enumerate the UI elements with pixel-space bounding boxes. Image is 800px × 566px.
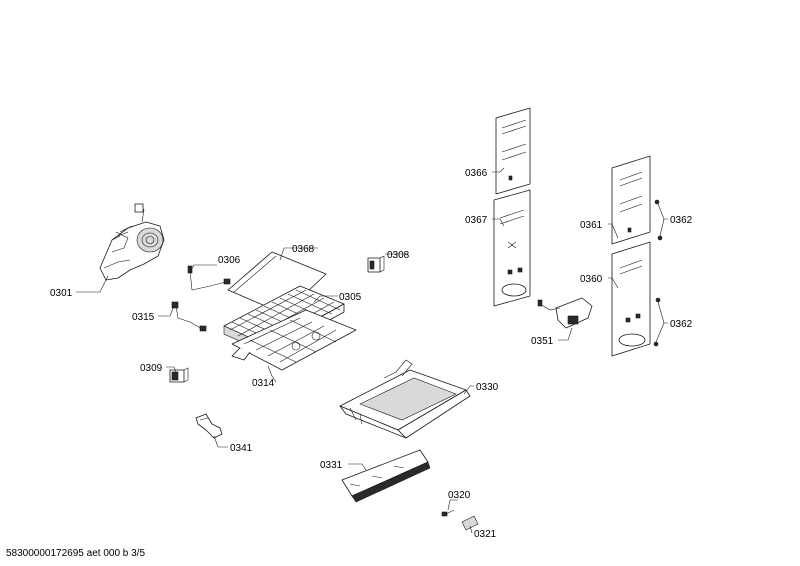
sensor-wire-0306-part (187, 265, 231, 291)
label-0351: 0351 (531, 336, 554, 347)
front-rail-0331-part (341, 449, 431, 503)
label-0301: 0301 (50, 288, 73, 299)
document-footer: 58300000172695 aet 000 b 3/5 (6, 548, 145, 559)
small-part-0321 (461, 515, 479, 531)
panel-0360-part (611, 241, 651, 357)
clip-0308-part (367, 255, 385, 273)
screws-0362-upper (654, 199, 663, 241)
label-0341: 0341 (230, 443, 253, 454)
label-0367: 0367 (465, 215, 488, 226)
label-0362-lower: 0362 (670, 319, 693, 330)
label-0309: 0309 (140, 363, 163, 374)
label-0366: 0366 (465, 168, 488, 179)
small-part-0320 (441, 509, 455, 517)
label-0315: 0315 (132, 312, 155, 323)
label-0314: 0314 (252, 378, 275, 389)
leader-lines (76, 167, 668, 534)
label-0368: 0368 (292, 244, 315, 255)
connector-0309-part (169, 367, 189, 383)
panel-0361-part (611, 155, 651, 245)
label-0362-upper: 0362 (670, 215, 693, 226)
screws-0362-lower (653, 297, 661, 347)
label-0306: 0306 (218, 255, 241, 266)
fan-housing-part (99, 203, 165, 281)
panel-0367-part (493, 189, 531, 307)
label-0321: 0321 (474, 529, 497, 540)
label-0308: 0308 (387, 250, 410, 261)
label-0305: 0305 (339, 292, 362, 303)
label-0331: 0331 (320, 460, 343, 471)
drawer-cover-0330-part (339, 359, 471, 439)
lamp-holder-0351-part (537, 297, 593, 329)
sensor-0315-part (171, 301, 207, 332)
label-0320: 0320 (448, 490, 471, 501)
panel-0366-part (495, 107, 531, 195)
label-0360: 0360 (580, 274, 603, 285)
heater-tray-part (231, 309, 357, 371)
hose-0341-part (195, 413, 223, 439)
label-0330: 0330 (476, 382, 499, 393)
label-0361: 0361 (580, 220, 603, 231)
